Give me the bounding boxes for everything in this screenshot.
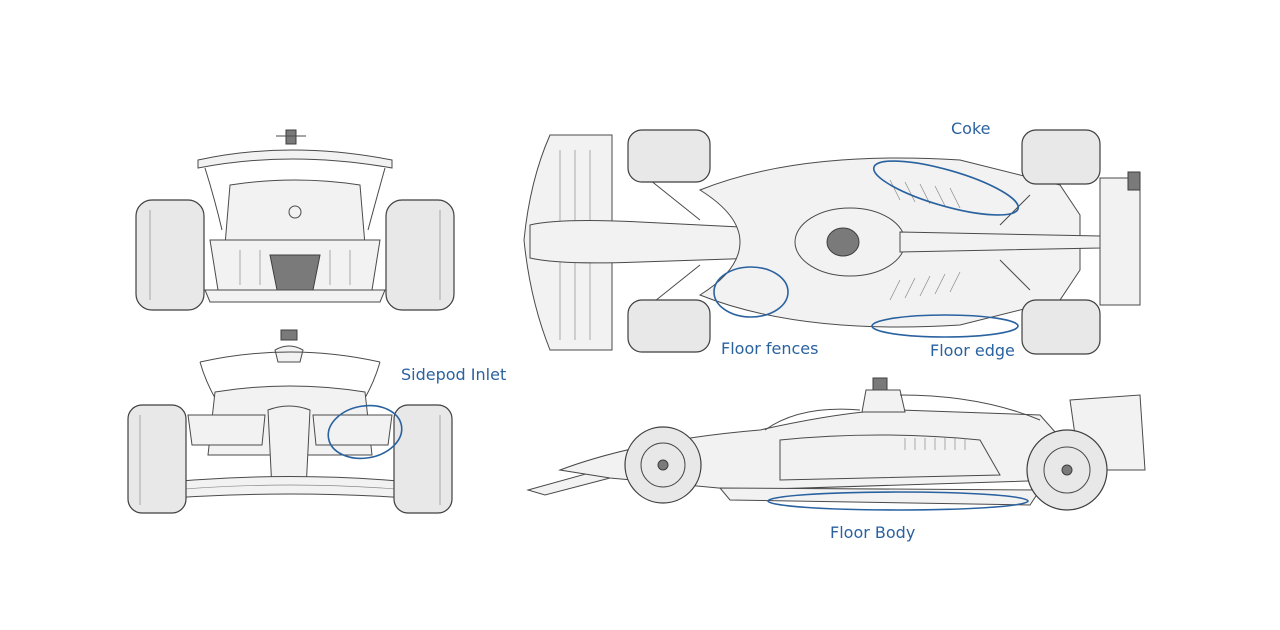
- sidepod-inlet-highlight: [327, 404, 403, 460]
- coke-highlight: [872, 160, 1020, 216]
- floor-fences-label: Floor fences: [721, 339, 819, 358]
- front-view: [127, 329, 453, 514]
- coke-label: Coke: [951, 119, 991, 138]
- rear-view: [135, 129, 455, 311]
- sidepod-inlet-label: Sidepod Inlet: [401, 365, 507, 384]
- floor-body-label: Floor Body: [830, 523, 916, 542]
- floor-fences-highlight: [713, 266, 789, 318]
- floor-edge-highlight: [871, 314, 1019, 338]
- floor-body-highlight: [767, 491, 1029, 511]
- top-view: [523, 129, 1141, 355]
- side-view: [526, 377, 1146, 511]
- floor-edge-label: Floor edge: [930, 341, 1015, 360]
